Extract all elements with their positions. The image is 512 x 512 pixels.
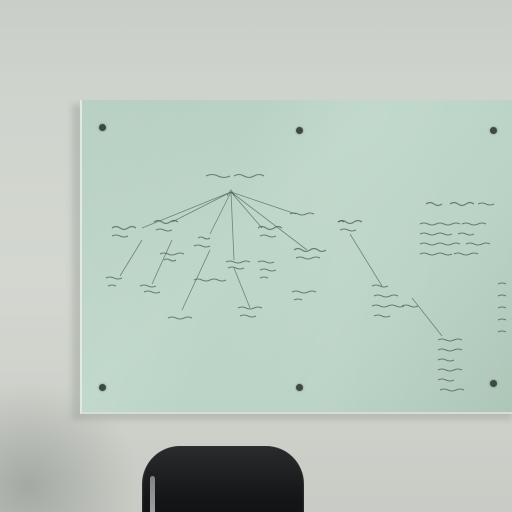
central-node-scribble bbox=[205, 173, 265, 179]
branch-line bbox=[411, 297, 443, 337]
board-mount-top-right bbox=[490, 127, 497, 134]
list-line-scribble bbox=[437, 358, 455, 362]
list-line-scribble bbox=[419, 242, 491, 246]
branch-line bbox=[119, 239, 143, 277]
node-scribble bbox=[111, 225, 137, 238]
node-scribble bbox=[291, 290, 317, 301]
board-mount-bottom-left bbox=[99, 384, 106, 391]
list-line-scribble bbox=[419, 222, 487, 226]
board-glare bbox=[82, 100, 512, 412]
board-mount-top-left bbox=[99, 124, 106, 131]
list-line-scribble bbox=[437, 368, 463, 372]
branch-line bbox=[151, 239, 173, 285]
branch-line bbox=[349, 233, 383, 287]
node-scribble bbox=[159, 252, 185, 262]
chair-edge-highlight bbox=[150, 476, 155, 512]
branch-line bbox=[230, 191, 308, 251]
list-line-scribble bbox=[437, 338, 463, 342]
office-chair-back bbox=[142, 446, 304, 512]
node-scribble bbox=[293, 247, 327, 260]
node-scribble bbox=[193, 236, 211, 248]
glass-whiteboard bbox=[80, 100, 512, 414]
list-line-scribble bbox=[437, 378, 455, 382]
node-scribble bbox=[237, 306, 263, 318]
branch-line bbox=[209, 191, 232, 235]
branch-line bbox=[233, 267, 251, 309]
node-scribble bbox=[337, 220, 345, 223]
board-mount-bottom-right bbox=[490, 380, 497, 387]
mind-map-sketch bbox=[105, 173, 507, 392]
node-scribble bbox=[167, 316, 193, 320]
branch-line bbox=[171, 191, 232, 223]
node-scribble bbox=[401, 304, 419, 308]
list-line-scribble bbox=[419, 252, 479, 256]
node-scribble bbox=[193, 278, 227, 282]
branch-line bbox=[230, 191, 297, 215]
list-line-scribble bbox=[497, 282, 507, 333]
node-scribble bbox=[257, 260, 277, 279]
node-scribble bbox=[257, 225, 283, 238]
list-line-scribble bbox=[439, 388, 465, 392]
node-scribble bbox=[153, 219, 179, 232]
branch-line bbox=[230, 191, 235, 261]
node-scribble bbox=[139, 284, 161, 294]
branch-line bbox=[141, 191, 232, 229]
node-scribble bbox=[289, 212, 315, 216]
board-mount-top-middle bbox=[296, 127, 303, 134]
node-scribble bbox=[371, 284, 405, 318]
list-heading-scribble bbox=[425, 201, 495, 207]
list-line-scribble bbox=[419, 232, 475, 236]
list-line-scribble bbox=[437, 348, 463, 352]
board-mount-bottom-middle bbox=[296, 384, 303, 391]
node-scribble bbox=[105, 276, 123, 287]
node-scribble bbox=[225, 260, 251, 270]
node-scribble bbox=[337, 219, 363, 232]
branch-line bbox=[181, 249, 211, 311]
branch-line bbox=[230, 191, 263, 229]
